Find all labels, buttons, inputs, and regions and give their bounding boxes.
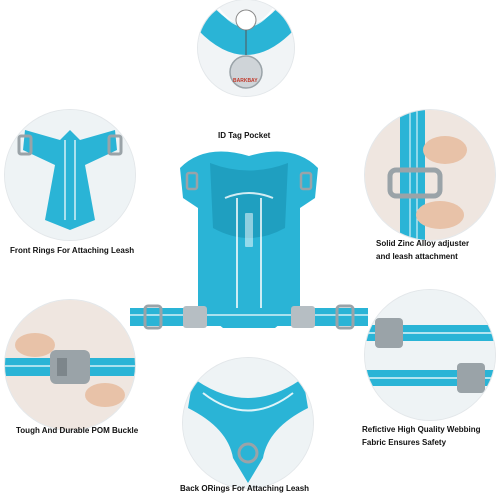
caption-id-tag-pocket: ID Tag Pocket: [218, 131, 271, 140]
caption-zinc-line2: and leash attachment: [376, 252, 458, 261]
id-tag-pocket-photo: [198, 0, 294, 96]
front-rings-photo: [5, 110, 135, 240]
back-rings-photo: [183, 358, 313, 488]
caption-zinc-line1: Solid Zinc Alloy adjuster: [376, 239, 470, 248]
zinc-adjuster-photo: [365, 110, 495, 240]
caption-zinc-adjuster: Solid Zinc Alloy adjuster and leash atta…: [376, 237, 469, 263]
caption-front-rings: Front Rings For Attaching Leash: [10, 246, 135, 255]
webbing-fabric-photo: [365, 290, 495, 420]
caption-webbing-line2: Fabric Ensures Safety: [362, 438, 447, 447]
caption-webbing-fabric: Refictive High Quality Webbing Fabric En…: [362, 423, 481, 449]
tag-brand-text: BARKBAY: [233, 78, 258, 84]
caption-pom-buckle: Tough And Durable POM Buckle: [16, 426, 139, 435]
harness-main-image: [125, 138, 373, 368]
caption-webbing-line1: Refictive High Quality Webbing: [362, 425, 481, 434]
pom-buckle-photo: [5, 300, 135, 430]
caption-back-rings: Back ORings For Attaching Leash: [180, 484, 310, 493]
